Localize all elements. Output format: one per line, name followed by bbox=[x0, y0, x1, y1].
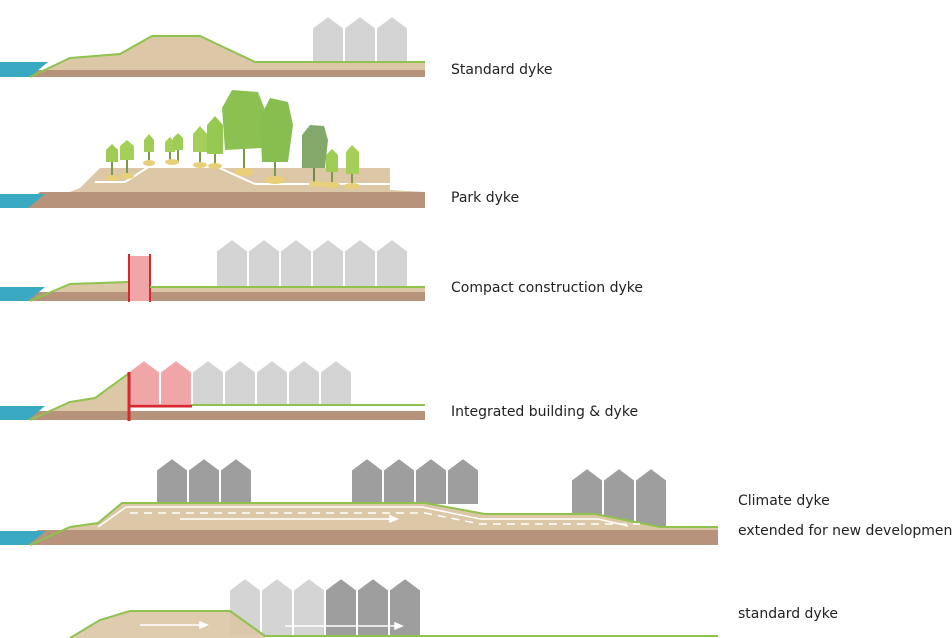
arrow-head bbox=[394, 621, 404, 631]
dyke-profile-line bbox=[69, 610, 718, 638]
house bbox=[388, 576, 422, 637]
tree bbox=[260, 98, 293, 180]
dyke-body bbox=[30, 36, 425, 77]
tree bbox=[207, 116, 223, 165]
shrubs bbox=[105, 159, 360, 189]
house bbox=[634, 466, 668, 529]
house bbox=[350, 456, 384, 506]
label-climate-dyke: Climate dyke bbox=[738, 493, 830, 509]
integrated-houses-red bbox=[127, 358, 193, 406]
traffic-arrows bbox=[180, 514, 399, 524]
house bbox=[356, 576, 390, 637]
road-center-dashes bbox=[130, 512, 640, 525]
water bbox=[0, 531, 46, 545]
arrow-head bbox=[389, 514, 399, 524]
tree bbox=[222, 90, 265, 172]
trees bbox=[106, 90, 359, 186]
water bbox=[0, 194, 45, 208]
climate-dyke-section bbox=[0, 456, 718, 546]
house bbox=[311, 14, 345, 63]
house bbox=[219, 456, 253, 506]
house bbox=[279, 237, 313, 288]
houses-row-3 bbox=[215, 237, 409, 288]
label-standard-dyke: Standard dyke bbox=[451, 62, 553, 78]
dyke-profile-line bbox=[29, 35, 425, 78]
house bbox=[155, 456, 189, 506]
integrated-barrier bbox=[127, 372, 192, 421]
dyke-profile-line bbox=[29, 502, 718, 546]
house bbox=[324, 576, 358, 637]
house bbox=[292, 576, 326, 637]
tree bbox=[302, 125, 328, 182]
label-compact-construction-dyke: Compact construction dyke bbox=[451, 280, 643, 296]
arrow-head bbox=[199, 620, 209, 630]
barrier-wall bbox=[128, 256, 150, 301]
house bbox=[343, 14, 377, 63]
house bbox=[223, 358, 257, 406]
traffic-arrows bbox=[140, 620, 404, 631]
park-dyke-section bbox=[0, 90, 425, 208]
road-edge-line bbox=[97, 506, 629, 528]
house bbox=[311, 237, 345, 288]
label-standard-dyke-lower: standard dyke bbox=[738, 606, 838, 622]
house bbox=[215, 237, 249, 288]
tree bbox=[326, 149, 338, 184]
integrated-building-dyke-section bbox=[0, 358, 425, 421]
house bbox=[187, 456, 221, 506]
ground-strip bbox=[22, 411, 425, 420]
house bbox=[247, 237, 281, 288]
ground-strip bbox=[22, 530, 718, 545]
water bbox=[0, 62, 48, 77]
dyke-profile-line bbox=[29, 281, 425, 302]
dyke-body bbox=[30, 374, 128, 420]
houses-row-1 bbox=[311, 14, 409, 63]
tree bbox=[173, 133, 183, 162]
water bbox=[0, 406, 45, 420]
tree bbox=[193, 126, 207, 165]
houses-row-6 bbox=[228, 576, 422, 637]
label-climate-dyke-extended: extended for new development bbox=[738, 523, 952, 539]
compact-construction-dyke-section bbox=[0, 237, 425, 302]
tree bbox=[144, 134, 154, 164]
dyke-profile-line bbox=[29, 373, 425, 421]
house bbox=[375, 14, 409, 63]
ground-strip bbox=[20, 70, 425, 77]
lower-standard-dyke-section bbox=[69, 576, 718, 638]
water bbox=[0, 287, 45, 301]
house bbox=[446, 456, 480, 506]
house bbox=[375, 237, 409, 288]
house bbox=[127, 358, 161, 406]
house bbox=[255, 358, 289, 406]
houses-row-4 bbox=[191, 358, 353, 406]
house bbox=[260, 576, 294, 637]
label-integrated-building-dyke: Integrated building & dyke bbox=[451, 404, 639, 420]
house bbox=[159, 358, 193, 406]
standard-dyke-section bbox=[0, 14, 425, 78]
park-path-line bbox=[95, 165, 390, 185]
label-park-dyke: Park dyke bbox=[451, 190, 520, 206]
ground-strip bbox=[22, 192, 425, 208]
house bbox=[319, 358, 353, 406]
house bbox=[343, 237, 377, 288]
ground-strip bbox=[22, 292, 425, 301]
house bbox=[414, 456, 448, 506]
houses-row-5 bbox=[155, 456, 668, 529]
house bbox=[287, 358, 321, 406]
house bbox=[191, 358, 225, 406]
house bbox=[382, 456, 416, 506]
